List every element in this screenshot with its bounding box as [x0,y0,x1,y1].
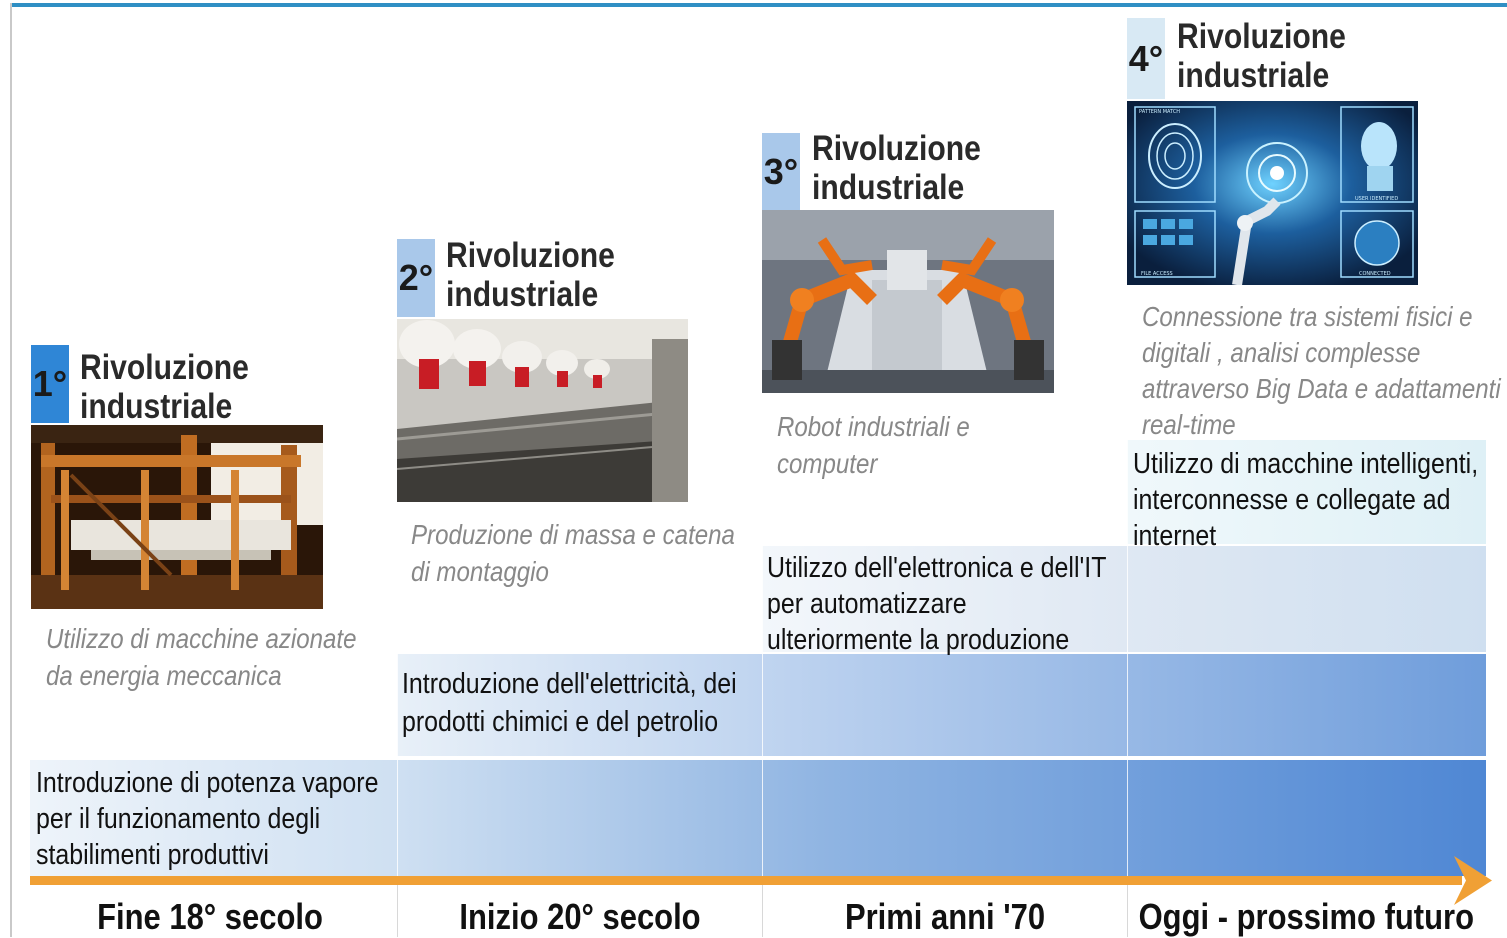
band-row-2 [397,654,1486,756]
revolution-number: 2° [398,257,434,298]
column-divider [762,885,763,937]
band-text: Utilizzo di macchine intelligenti, inter… [1133,448,1479,552]
user-identified-label: USER IDENTIFIED [1355,196,1398,202]
revolution-title: Rivoluzione industriale [446,236,615,314]
band-row-4 [1127,440,1486,544]
revolution-title: Rivoluzione industriale [80,348,249,426]
band-text: Introduzione dell'elettricità, dei prodo… [402,668,737,738]
band-text: Introduzione di potenza vapore per il fu… [36,767,379,871]
revolution-subtitle: Connessione tra sistemi fisici e digital… [1142,301,1501,440]
band-separator [1127,440,1128,876]
band-separator [397,654,398,876]
era-label: Fine 18° secolo [97,896,323,937]
revolution-number-badge: 2° [397,239,435,317]
revolution-number-badge: 1° [31,345,69,423]
column-divider [1127,885,1128,937]
era-label: Inizio 20° secolo [459,896,701,937]
revolution-subtitle: Robot industriali e computer [777,411,970,479]
column-divider [397,885,398,937]
band-text: Utilizzo dell'elettronica e dell'IT per … [767,552,1107,656]
band-row-1 [30,760,1486,876]
robot-assembly-photo [762,210,1054,393]
top-border [10,3,1507,7]
band-separator [762,546,763,876]
connected-label: CONNECTED [1359,271,1391,277]
timeline-arrow [30,856,1500,906]
revolution-subtitle: Produzione di massa e catena di montaggi… [411,519,735,587]
era-label: Primi anni '70 [844,896,1046,937]
revolution-number: 4° [1128,37,1164,79]
left-border [10,3,12,937]
loom-photo [31,425,323,609]
revolution-number-badge: 3° [762,133,800,211]
textile-mill-photo [397,319,688,502]
revolution-title: Rivoluzione industriale [812,129,981,207]
ai-interface-photo: PATTERN MATCH USER IDENTIFIED FILE ACCES… [1127,101,1418,285]
revolution-number: 1° [32,363,68,404]
revolution-title: Rivoluzione industriale [1177,17,1346,95]
pattern-match-label: PATTERN MATCH [1139,109,1180,115]
revolution-subtitle: Utilizzo di macchine azionate da energia… [46,623,357,691]
file-access-label: FILE ACCESS [1141,271,1173,277]
band-row-3 [762,546,1486,652]
revolution-number: 3° [763,151,799,192]
revolution-number-badge: 4° [1127,18,1165,99]
era-label: Oggi - prossimo futuro [1138,896,1474,937]
